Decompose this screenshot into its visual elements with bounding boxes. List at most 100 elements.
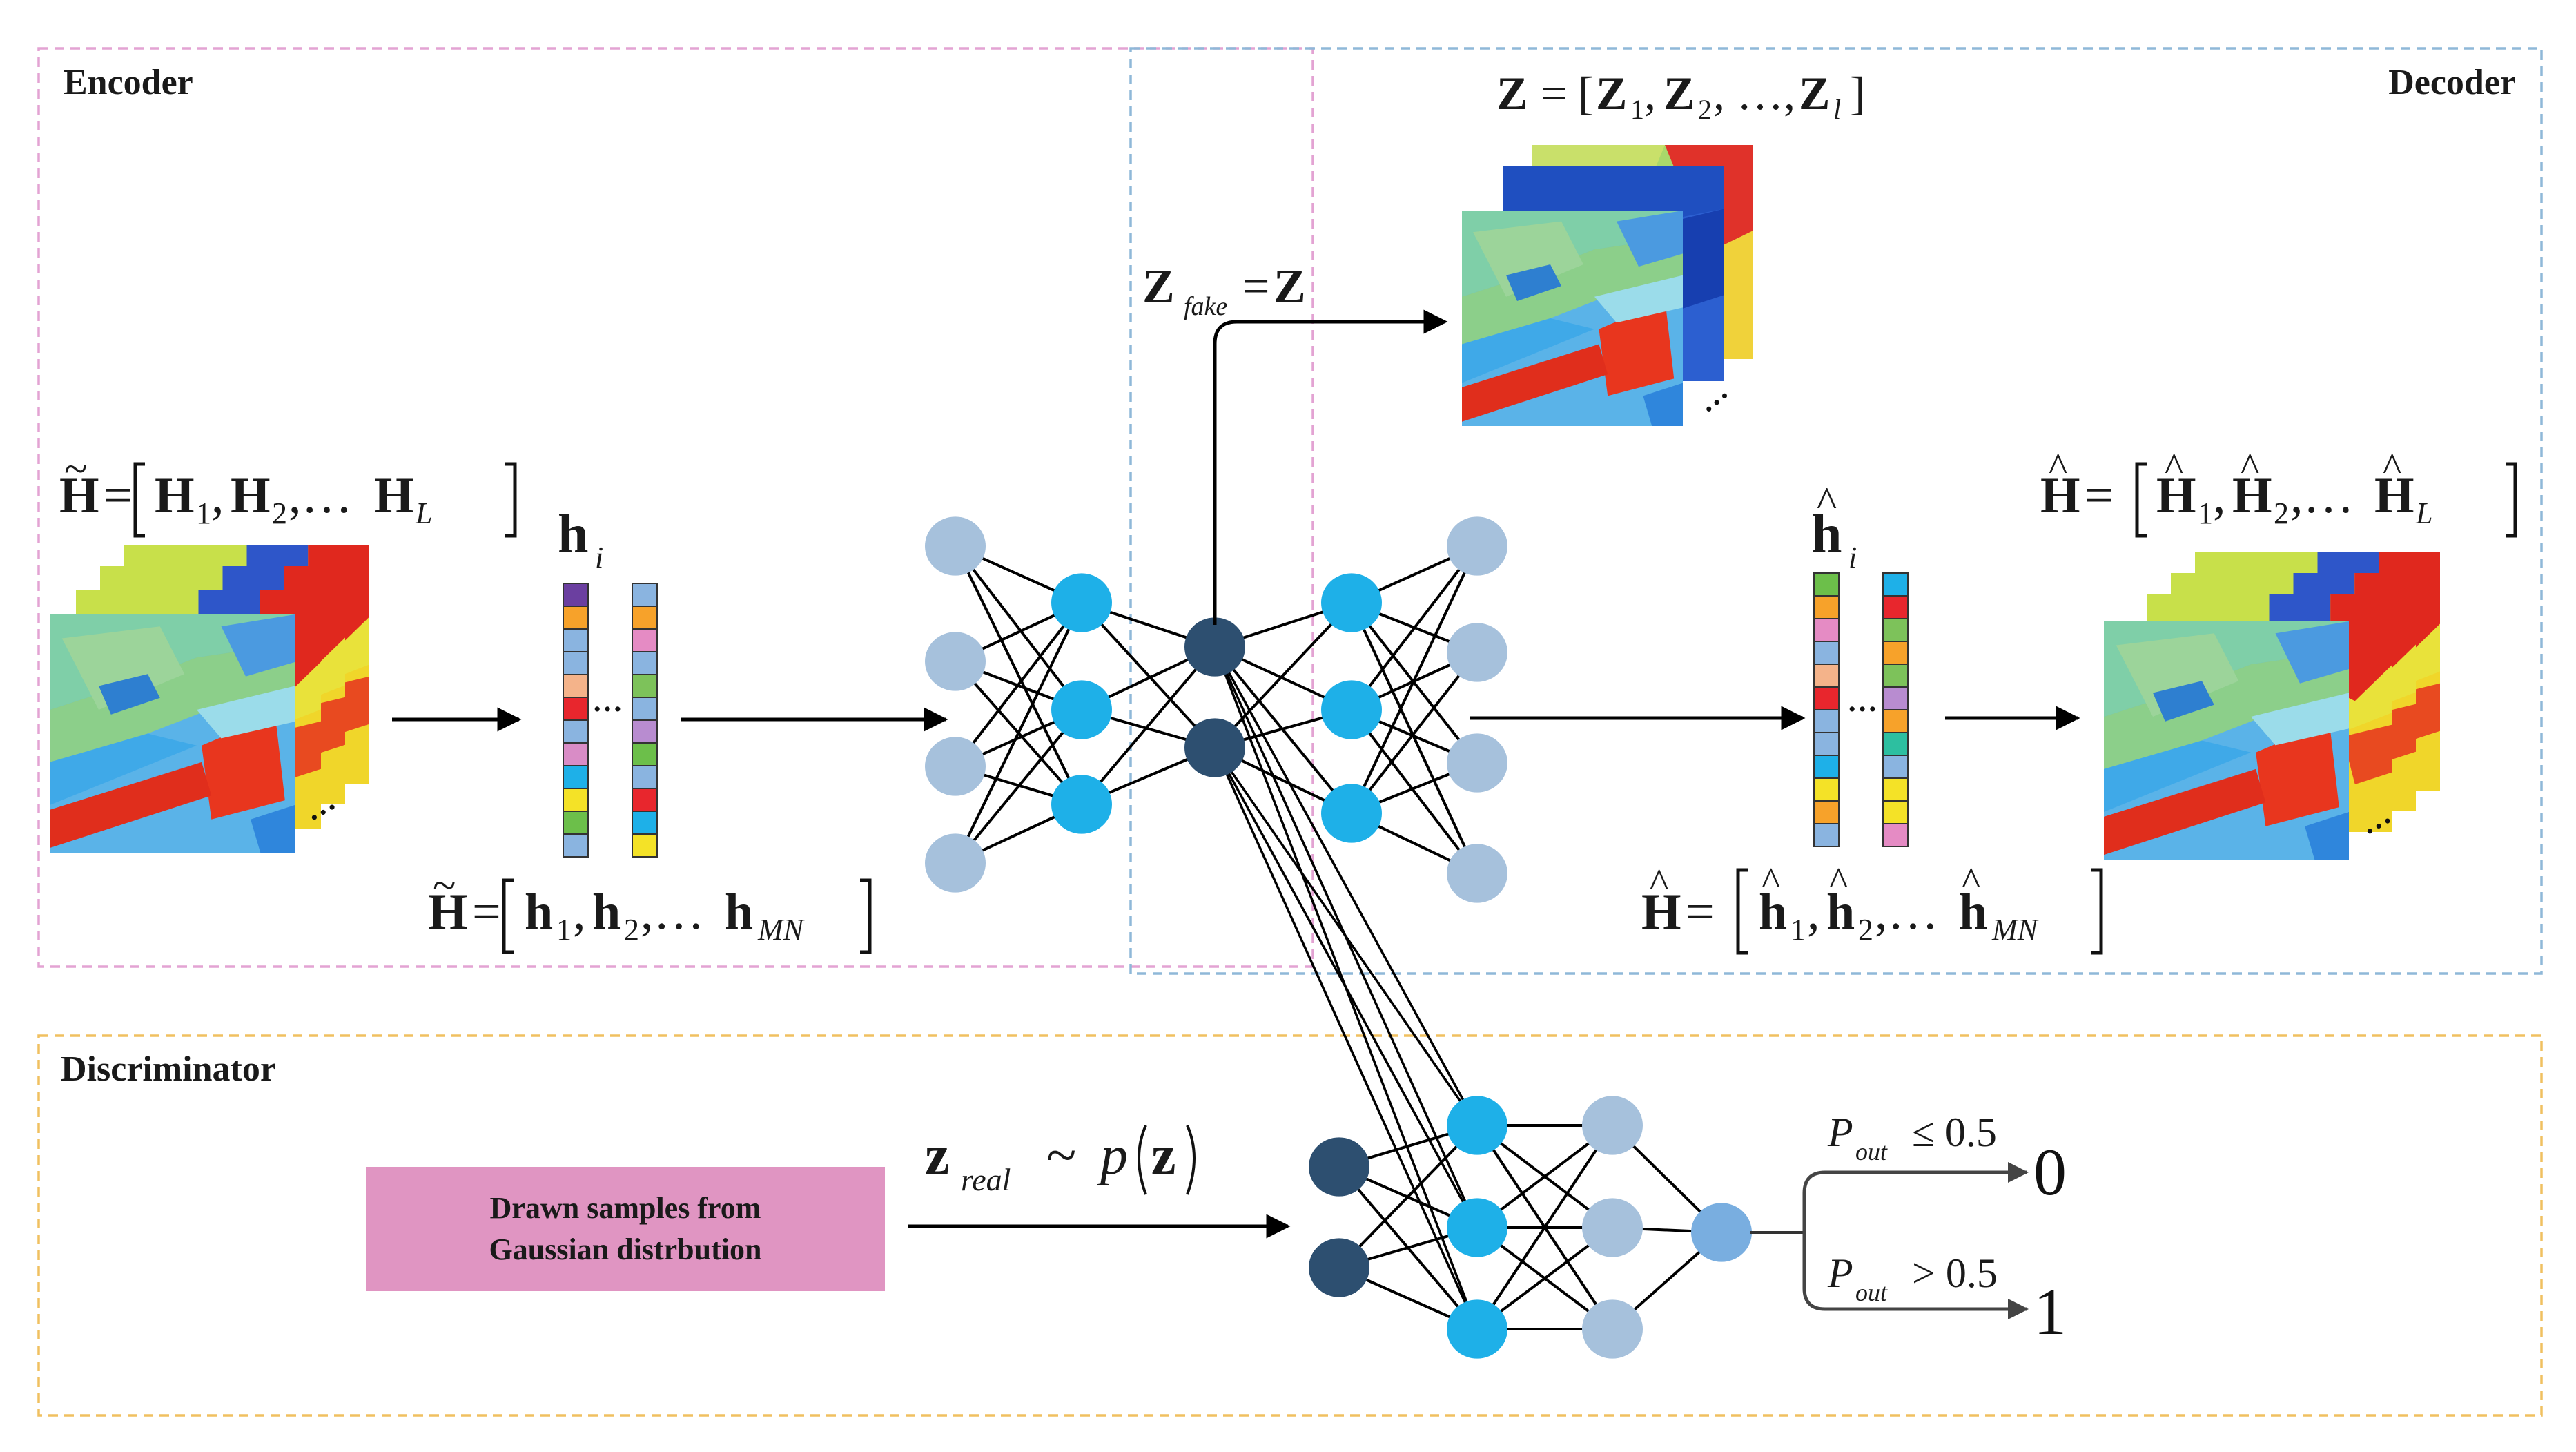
vector-cell [1813,777,1840,802]
disc-hidden1-node [1447,1096,1507,1155]
svg-text:^: ^ [2165,445,2183,490]
svg-text:1: 1 [1630,94,1644,125]
gaussian-sample-box [366,1167,885,1291]
decoder-output-node [1447,623,1507,682]
network-edge [1213,601,1353,749]
decoder-hidden-node [1321,680,1382,739]
encoder-border [37,47,1314,968]
arrow-latent-to-z [1213,309,1448,625]
svg-text:=: = [1541,67,1567,119]
network-edge [954,545,1083,805]
network-edge [954,602,1083,864]
svg-text:[: [ [1578,67,1594,119]
svg-text:H: H [2156,467,2196,524]
svg-text:h: h [1959,884,1987,940]
svg-text:,: , [1807,884,1820,940]
vector-cell [1882,709,1909,733]
svg-text:MN: MN [1991,913,2040,947]
decoder-hidden-node [1321,784,1382,843]
encoder-hidden-node [1051,680,1112,739]
disc-hidden1-node [1447,1299,1507,1359]
encoder-input-node [925,516,986,576]
input-hsi-cube: … [50,545,369,853]
vector-cell [563,651,589,675]
vector-cell [1813,686,1840,710]
reconstructed-hsi-cube: … [2104,552,2440,860]
vector-cell [632,628,658,652]
vector-cell [632,719,658,744]
svg-text:^: ^ [1650,860,1668,905]
output-one: 1 [2033,1275,2067,1348]
vector-cell [1813,709,1840,733]
vector-cell [563,628,589,652]
svg-text:out: out [1855,1138,1888,1165]
vector-cell [563,811,589,835]
network-edge [1350,708,1479,875]
svg-text:H: H [374,467,414,524]
vector-cell [1813,664,1840,688]
latent-node [1184,617,1245,677]
svg-text:,…: ,… [2290,467,2354,524]
svg-text:…: … [1847,684,1877,718]
formula-h-i: h i [558,504,603,574]
vector-cell [632,788,658,812]
svg-text:Z: Z [1663,67,1695,119]
vector-cell [563,765,589,789]
svg-text:H: H [2374,467,2414,524]
svg-text:^: ^ [1829,859,1848,904]
svg-text:,: , [1644,67,1656,119]
network-edge [954,708,1083,864]
svg-text:=: = [1242,260,1269,313]
svg-text:^: ^ [2049,445,2067,490]
formula-z-fake: Z fake = Z [1142,260,1306,321]
svg-text:2: 2 [624,913,639,947]
disc-hidden2-node [1582,1299,1643,1359]
svg-text:=: = [104,467,133,524]
svg-text:z: z [925,1125,950,1186]
network-edge [1338,1124,1479,1269]
svg-text:=: = [472,884,501,940]
svg-text:2: 2 [1858,913,1873,947]
vector-cell [1813,641,1840,665]
svg-text:≤ 0.5: ≤ 0.5 [1912,1110,1997,1155]
formula-h-tilde-bands: H ~ = H 1 , H 2 ,… H L [59,446,517,538]
vector-cell [563,788,589,812]
vector-cell [632,833,658,858]
network-edge [1213,747,1479,1228]
svg-text:=: = [2085,467,2114,524]
network-edge [1350,602,1479,874]
svg-text:z: z [1151,1125,1176,1186]
svg-text:2: 2 [2274,496,2289,530]
svg-text:MN: MN [757,913,806,947]
formula-h-hat-i: h ^ i [1811,479,1857,574]
svg-text:H: H [1641,884,1681,940]
svg-text:H: H [2232,467,2272,524]
vector-cell [1813,755,1840,779]
network-edge [1350,651,1479,815]
svg-text:h: h [1826,884,1855,940]
formula-z-list: Z = [ Z 1 , Z 2 , …, Z l ] [1496,67,1866,125]
svg-text:Z: Z [1596,67,1627,119]
network-edge [1350,545,1479,814]
svg-text:P: P [1827,1110,1853,1155]
vector-cell [632,674,658,698]
svg-text:P: P [1827,1250,1853,1296]
network-edge [1213,646,1479,1126]
svg-text:, …,: , …, [1713,67,1795,119]
vector-cell [1882,572,1909,597]
vector-cell [632,742,658,766]
output-branches [1750,1162,2029,1319]
vector-cell [1882,800,1909,824]
network-edge [1213,747,1479,1126]
network-edge [1350,545,1479,711]
vector-cell [1882,777,1909,802]
decoder-output-node [1447,516,1507,576]
z-feature-stack: … [1462,145,1753,426]
svg-text:,…: ,… [641,884,705,940]
svg-text:H: H [2040,467,2080,524]
svg-text:h: h [1759,884,1787,940]
vector-cell [563,606,589,630]
vector-cell [1882,823,1909,847]
